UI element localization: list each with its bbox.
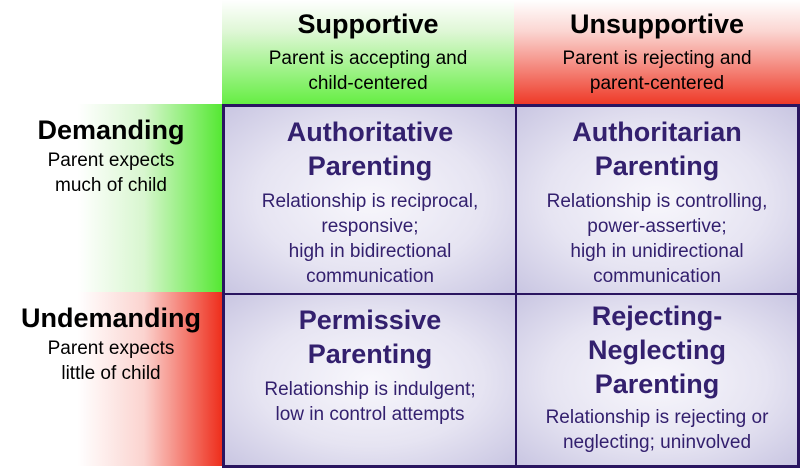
- row-desc-line: Parent expects: [47, 150, 175, 171]
- cell-desc-line: power-assertive;: [587, 216, 727, 237]
- cell-title-line: Parenting: [307, 151, 433, 181]
- column-desc-line: Parent is rejecting and: [562, 48, 752, 69]
- cell-authoritarian: Authoritarian Parenting Relationship is …: [517, 107, 797, 295]
- cell-desc-line: Relationship is indulgent;: [264, 379, 476, 400]
- cell-title-line: Rejecting-: [591, 301, 723, 331]
- cell-desc-line: high in bidirectional: [288, 241, 452, 262]
- row-desc-line: Parent expects: [47, 338, 175, 359]
- column-description: Parent is accepting and child-centered: [222, 46, 514, 96]
- parenting-styles-grid: Authoritative Parenting Relationship is …: [222, 104, 800, 468]
- cell-desc-line: Relationship is reciprocal,: [261, 191, 479, 212]
- cell-authoritative: Authoritative Parenting Relationship is …: [225, 107, 517, 295]
- cell-title: Permissive Parenting: [225, 303, 515, 371]
- row-desc-line: much of child: [55, 175, 167, 196]
- cell-title-line: Neglecting: [587, 335, 727, 365]
- cell-desc-line: low in control attempts: [275, 404, 465, 425]
- row-title: Demanding: [37, 115, 185, 145]
- cell-title: Authoritative Parenting: [225, 115, 515, 183]
- cell-title: Authoritarian Parenting: [517, 115, 797, 183]
- column-title: Unsupportive: [569, 9, 744, 39]
- cell-description: Relationship is rejecting or neglecting;…: [517, 405, 797, 455]
- cell-title-line: Authoritarian: [572, 117, 742, 147]
- cell-desc-line: communication: [593, 266, 721, 287]
- cell-desc-line: Relationship is controlling,: [546, 191, 768, 212]
- cell-title-line: Permissive: [298, 305, 442, 335]
- cell-description: Relationship is reciprocal, responsive; …: [225, 189, 515, 289]
- column-header-supportive: Supportive Parent is accepting and child…: [222, 0, 514, 104]
- cell-title-line: Parenting: [594, 151, 720, 181]
- column-desc-line: parent-centered: [589, 73, 725, 94]
- cell-desc-line: responsive;: [321, 216, 419, 237]
- cell-desc-line: neglecting; uninvolved: [562, 432, 752, 453]
- row-description: Parent expects little of child: [0, 336, 222, 386]
- cell-title-line: Parenting: [307, 339, 433, 369]
- column-title: Supportive: [297, 9, 439, 39]
- column-header-unsupportive: Unsupportive Parent is rejecting and par…: [514, 0, 800, 104]
- cell-permissive: Permissive Parenting Relationship is ind…: [225, 295, 517, 465]
- row-header-demanding: Demanding Parent expects much of child: [0, 104, 222, 292]
- cell-title: Rejecting- Neglecting Parenting: [517, 299, 797, 401]
- cell-title-line: Authoritative: [286, 117, 454, 147]
- cell-description: Relationship is controlling, power-asser…: [517, 189, 797, 289]
- row-title: Undemanding: [21, 303, 201, 333]
- column-desc-line: Parent is accepting and: [268, 48, 468, 69]
- cell-desc-line: high in unidirectional: [570, 241, 744, 262]
- cell-title-line: Parenting: [594, 369, 720, 399]
- cell-desc-line: communication: [306, 266, 434, 287]
- cell-rejecting-neglecting: Rejecting- Neglecting Parenting Relation…: [517, 295, 797, 465]
- row-desc-line: little of child: [61, 363, 161, 384]
- cell-description: Relationship is indulgent; low in contro…: [225, 377, 515, 427]
- column-description: Parent is rejecting and parent-centered: [514, 46, 800, 96]
- cell-desc-line: Relationship is rejecting or: [545, 407, 769, 428]
- row-description: Parent expects much of child: [0, 148, 222, 198]
- column-desc-line: child-centered: [308, 73, 428, 94]
- row-header-undemanding: Undemanding Parent expects little of chi…: [0, 292, 222, 466]
